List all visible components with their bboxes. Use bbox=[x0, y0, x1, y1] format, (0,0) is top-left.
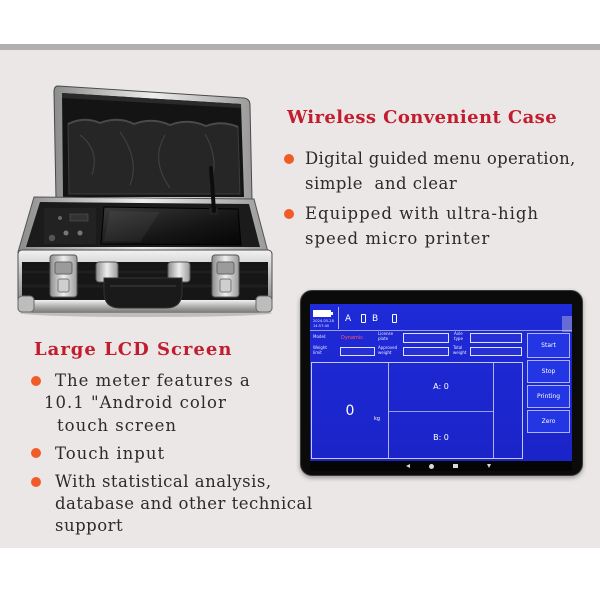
aluminum-case-photo bbox=[17, 85, 273, 317]
case-screen-glare bbox=[104, 211, 160, 242]
bullet-text: database and other technical bbox=[55, 494, 313, 513]
start-button[interactable]: Start bbox=[527, 333, 570, 358]
control-knob-icon bbox=[48, 234, 56, 242]
bullet-text: simple and clear bbox=[305, 174, 458, 193]
header-bottom-line bbox=[310, 330, 572, 331]
bullet-text: Equipped with ultra-high bbox=[305, 204, 540, 223]
back-icon[interactable] bbox=[406, 463, 410, 468]
antenna-icon bbox=[209, 166, 216, 213]
channel-a-label: A bbox=[345, 314, 352, 324]
axle-divider bbox=[389, 411, 493, 412]
model-label: Model: bbox=[313, 334, 327, 339]
channel-a-status-icon bbox=[361, 314, 366, 323]
latch-clasp bbox=[216, 261, 235, 275]
bullet-text: touch screen bbox=[57, 416, 178, 435]
header-divider bbox=[338, 307, 339, 329]
bullet-dot bbox=[31, 477, 41, 487]
corner-cap-right bbox=[255, 295, 273, 313]
tablet-device: 2024-05-28 14:57:40 A B Model: Dynamic L… bbox=[300, 290, 583, 476]
bullet-text: Touch input bbox=[55, 444, 166, 463]
handle-icon bbox=[103, 277, 183, 309]
top-white-strip bbox=[0, 0, 600, 44]
weight-limit-label: Weight limit bbox=[313, 345, 327, 355]
channel-b-label: B bbox=[372, 314, 379, 324]
panel-divider-left bbox=[388, 363, 389, 458]
axle-type-label: Axle type bbox=[454, 331, 463, 341]
bullet-text: The meter features a bbox=[55, 371, 251, 390]
bullet-text: support bbox=[55, 516, 124, 535]
bullet-text: 10.1 "Android color bbox=[44, 393, 227, 412]
bullet-dot bbox=[284, 209, 294, 219]
axle-type-field[interactable] bbox=[470, 333, 522, 343]
top-gray-band bbox=[0, 44, 600, 50]
zero-button[interactable]: Zero bbox=[527, 410, 570, 433]
recents-icon[interactable] bbox=[453, 463, 458, 468]
lid-top-edge bbox=[62, 93, 241, 108]
edge-handle[interactable] bbox=[562, 316, 572, 332]
bullet-text: Digital guided menu operation, bbox=[305, 149, 576, 168]
total-weight-label: Total weight bbox=[453, 345, 467, 355]
lcd-section-title: Large LCD Screen bbox=[34, 339, 233, 360]
axle-b-readout: B: 0 bbox=[433, 433, 449, 442]
home-icon[interactable] bbox=[429, 463, 434, 469]
printer-slot bbox=[69, 213, 89, 222]
latch-lock bbox=[219, 278, 232, 293]
weight-limit-field[interactable] bbox=[340, 347, 375, 356]
pocket-elastic bbox=[67, 118, 239, 128]
case-section-title: Wireless Convenient Case bbox=[287, 107, 558, 128]
indicator-light-icon bbox=[58, 216, 62, 220]
approved-weight-field[interactable] bbox=[403, 347, 449, 356]
bullet-text: With statistical analysis, bbox=[55, 472, 272, 491]
lcd-screen: 2024-05-28 14:57:40 A B Model: Dynamic L… bbox=[310, 304, 572, 461]
stop-button[interactable]: Stop bbox=[527, 360, 570, 383]
pocket-wrinkles bbox=[79, 131, 215, 189]
bullet-dot bbox=[31, 448, 41, 458]
corner-cap-left bbox=[17, 295, 35, 313]
status-time: 14:57:40 bbox=[313, 323, 330, 328]
control-knob-icon bbox=[77, 230, 83, 236]
bottom-white-strip bbox=[0, 548, 600, 600]
panel-divider-right bbox=[493, 363, 494, 458]
approved-weight-label: Approved weight bbox=[378, 345, 398, 355]
weight-unit: kg bbox=[374, 416, 381, 422]
channel-b-status-icon bbox=[392, 314, 397, 323]
model-value[interactable]: Dynamic bbox=[341, 334, 364, 341]
bullet-dot bbox=[31, 376, 41, 386]
control-knob-icon bbox=[63, 230, 69, 236]
weighing-panel: 0 kg A: 0 B: 0 bbox=[311, 362, 523, 459]
bullet-text: speed micro printer bbox=[305, 229, 491, 248]
bullet-dot bbox=[284, 154, 294, 164]
hide-keyboard-icon[interactable] bbox=[487, 464, 491, 468]
printing-button[interactable]: Printing bbox=[527, 385, 570, 408]
license-plate-field[interactable] bbox=[403, 333, 449, 343]
latch-clasp bbox=[54, 261, 73, 275]
battery-icon bbox=[313, 310, 331, 317]
license-plate-label: License plate bbox=[378, 331, 394, 341]
case-screen bbox=[100, 206, 242, 246]
total-weight-readout: 0 bbox=[345, 403, 355, 419]
battery-nub bbox=[331, 312, 333, 315]
status-date: 2024-05-28 bbox=[313, 319, 334, 323]
total-weight-field[interactable] bbox=[470, 347, 522, 356]
axle-a-readout: A: 0 bbox=[433, 382, 449, 391]
latch-lock bbox=[57, 278, 70, 293]
android-nav-bar bbox=[310, 461, 572, 471]
